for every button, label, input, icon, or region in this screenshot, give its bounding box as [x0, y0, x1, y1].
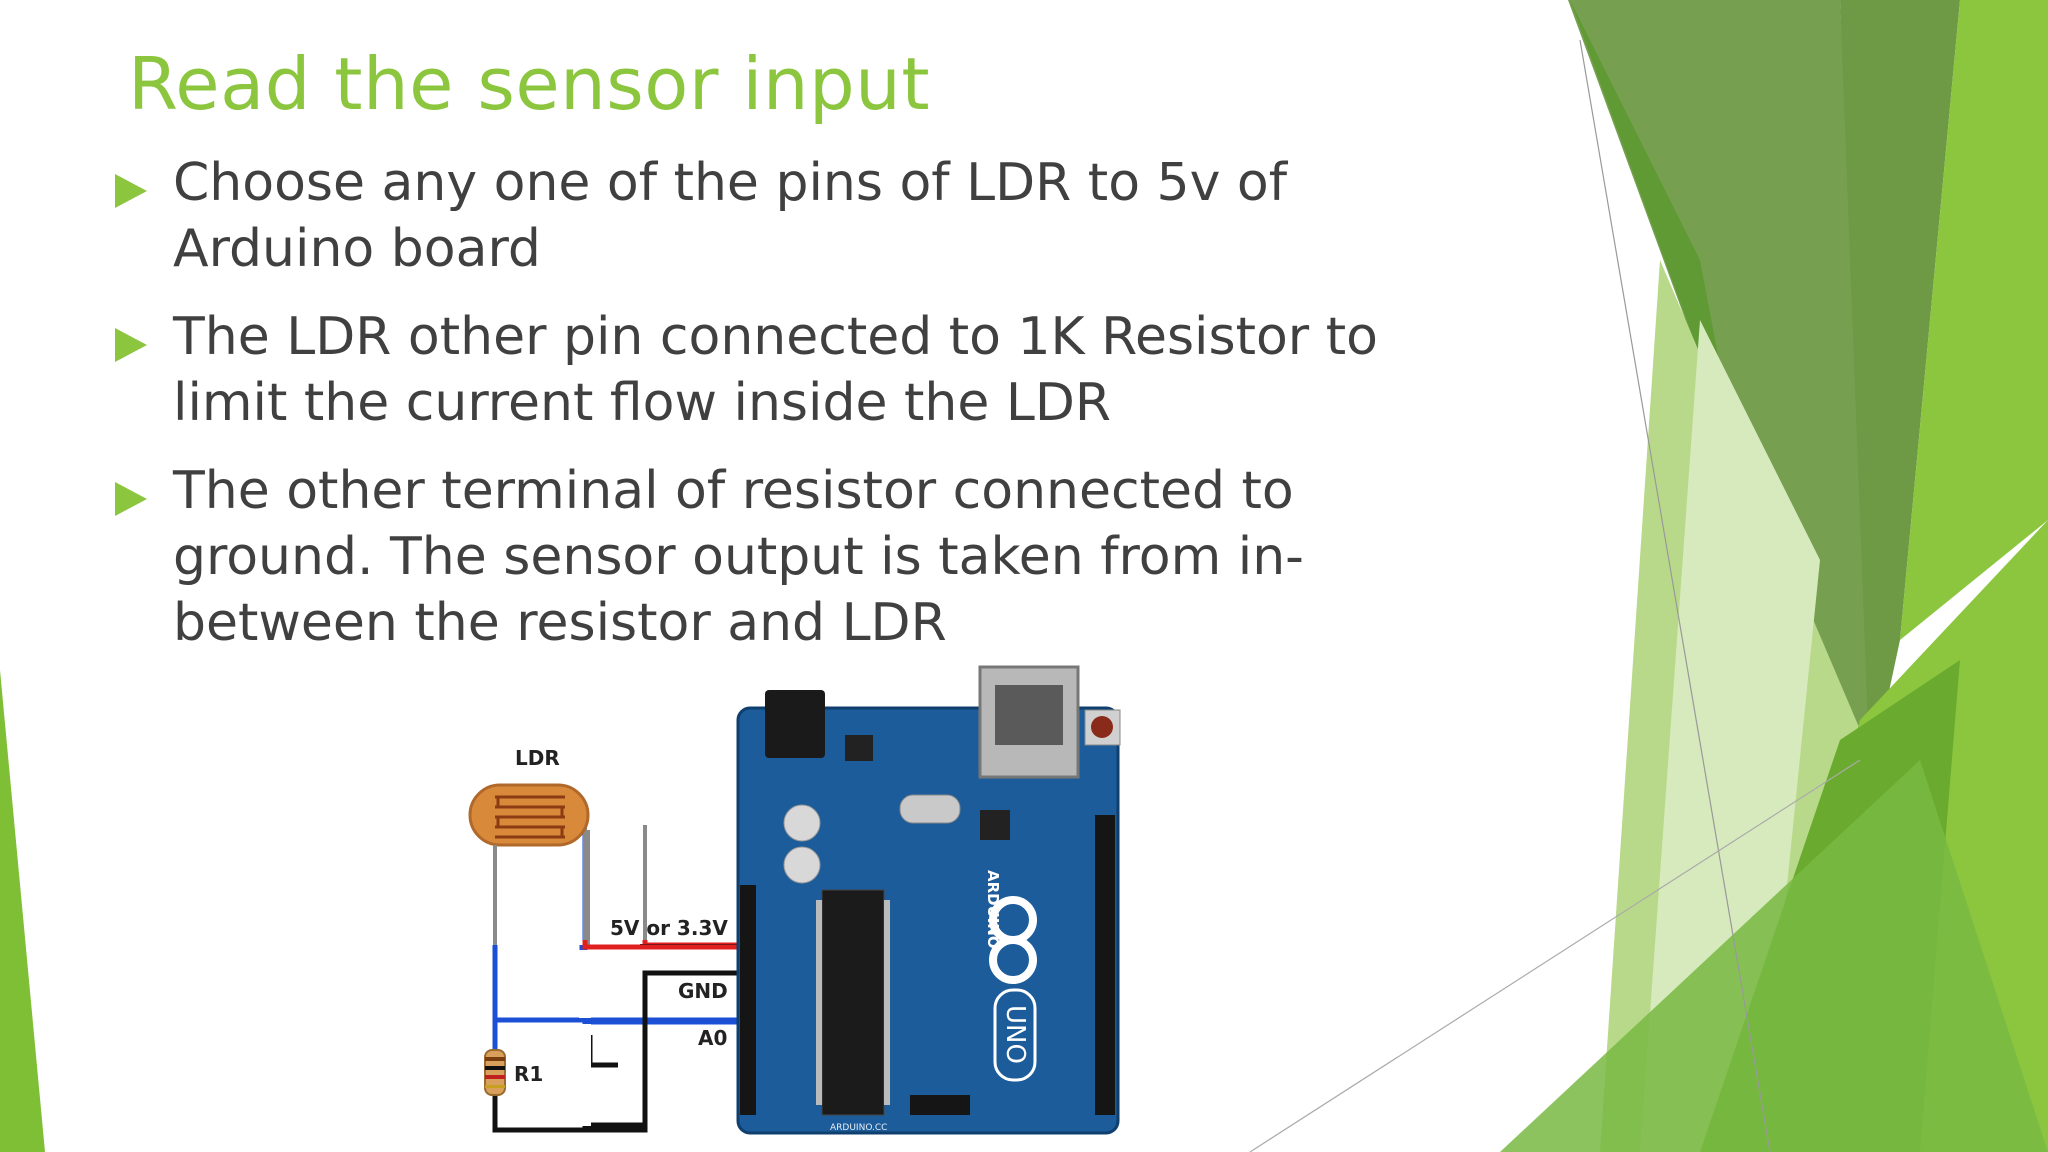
a0-label: A0	[698, 1026, 727, 1050]
wire-5v-main	[582, 940, 750, 950]
mask-2	[579, 1024, 591, 1126]
resistor-band-1	[485, 1057, 505, 1061]
bullet-item: The other terminal of resistor connected…	[115, 458, 1495, 656]
reset-button-cap	[1091, 716, 1113, 738]
gnd-label: GND	[678, 979, 728, 1003]
board-model-text: UNO	[1000, 1005, 1030, 1064]
resistor-band-4	[485, 1085, 505, 1088]
capacitor-1	[783, 804, 821, 842]
capacitor-2	[783, 846, 821, 884]
power-jack	[765, 690, 825, 758]
vcc-label: 5V or 3.3V	[610, 916, 728, 940]
arduino-logo-icon	[989, 896, 1037, 984]
resistor-band-3	[485, 1075, 505, 1079]
bullet-text: The other terminal of resistor connected…	[173, 461, 1304, 653]
ldr-pattern-ends	[496, 797, 564, 837]
power-analog-header	[740, 885, 756, 1115]
chip-pins	[816, 900, 890, 1105]
atmega-chip	[821, 889, 885, 1116]
facet-bottom-wedge	[1500, 760, 2048, 1152]
resistor-body	[484, 1049, 506, 1096]
arduino-uno-board: ARDUINO UNO ARDUINO.CC	[736, 665, 1121, 1135]
bullet-arrow-icon	[115, 482, 147, 516]
bullet-arrow-icon	[115, 174, 147, 208]
icsp-header	[910, 1095, 970, 1115]
facet-mid-top	[1840, 0, 1960, 780]
resistor-r1	[484, 1049, 506, 1096]
wire-gnd-main	[492, 970, 750, 1133]
usb-port-inner	[995, 685, 1063, 745]
bullet-item: The LDR other pin connected to 1K Resist…	[115, 304, 1495, 436]
guide-line	[1579, 39, 1771, 1152]
voltage-regulator	[845, 735, 873, 761]
facet-bright-top	[1900, 0, 2048, 640]
digital-header	[1095, 815, 1115, 1115]
board-site-text: ARDUINO.CC	[830, 1123, 887, 1133]
slide-title: Read the sensor input	[128, 42, 931, 126]
uno-badge	[993, 988, 1037, 1082]
usb-chip	[980, 810, 1010, 840]
mask-1	[579, 950, 591, 1018]
bullet-item: Choose any one of the pins of LDR to 5v …	[115, 150, 1495, 282]
bullet-list: Choose any one of the pins of LDR to 5v …	[115, 150, 1495, 678]
guide-line-2	[1249, 759, 1861, 1152]
board-brand-text: ARDUINO	[984, 870, 1002, 949]
crystal	[899, 794, 961, 824]
mask-3	[618, 1060, 630, 1122]
bullet-arrow-icon	[115, 328, 147, 362]
facet-left-corner	[0, 670, 45, 1152]
ldr-pattern	[495, 795, 565, 839]
resistor-label: R1	[514, 1062, 543, 1086]
bullet-text: The LDR other pin connected to 1K Resist…	[173, 307, 1378, 433]
resistor-band-2	[485, 1066, 505, 1070]
bullet-text: Choose any one of the pins of LDR to 5v …	[173, 153, 1288, 279]
ldr-label: LDR	[515, 746, 560, 770]
ldr-component	[468, 783, 590, 945]
ldr-arduino-circuit-diagram: LDR R1 5V or 3.3V GND A0	[440, 655, 1140, 1150]
